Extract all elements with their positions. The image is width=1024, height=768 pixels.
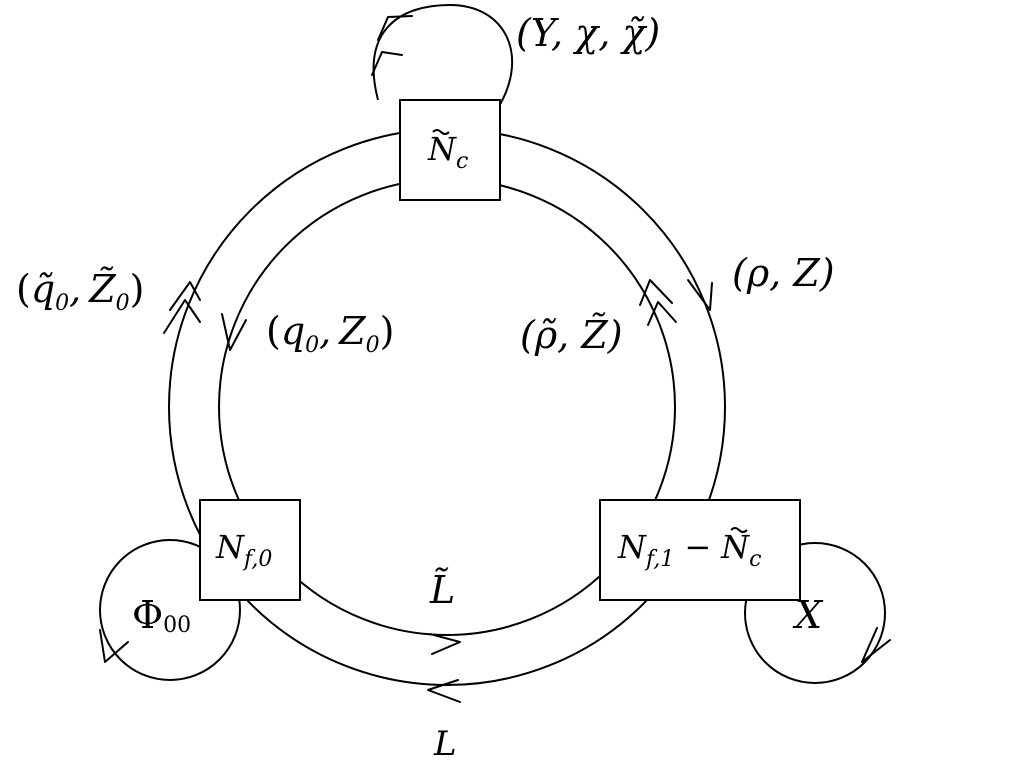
arrow-top-loop bbox=[371, 15, 413, 76]
arrow-left-loop bbox=[99, 629, 129, 663]
arrow-inner-left bbox=[221, 313, 247, 351]
node-top-tilde bbox=[432, 129, 450, 135]
node-left-label: Nf,0 bbox=[215, 528, 272, 572]
label-outer-left: (q̃0,Z̃0) bbox=[16, 267, 144, 316]
left-loop bbox=[99, 539, 241, 681]
label-inner-left: (q0,Z0) bbox=[266, 309, 394, 358]
label-inner-right: (ρ̃, Z̃) bbox=[520, 313, 623, 357]
right-loop bbox=[744, 542, 886, 684]
arrow-right-loop bbox=[861, 627, 891, 663]
top-loop bbox=[372, 3, 514, 109]
node-right-tilde bbox=[730, 527, 748, 533]
label-left-loop: Φ00 bbox=[132, 593, 191, 638]
label-right-loop: X bbox=[792, 593, 824, 637]
node-right-label: Nf,1−Nc bbox=[617, 528, 762, 572]
arrow-inner-bottom bbox=[429, 633, 461, 655]
arrow-inner-right bbox=[639, 279, 677, 326]
label-inner-bottom: L̃ bbox=[429, 568, 455, 612]
arrow-outer-bottom bbox=[427, 679, 461, 703]
label-top-loop: (Y, χ, χ̃) bbox=[516, 11, 660, 55]
label-outer-right: (ρ, Z) bbox=[732, 251, 835, 295]
node-left-box bbox=[199, 499, 301, 601]
arrow-outer-right bbox=[687, 279, 713, 311]
node-top-box bbox=[399, 99, 501, 201]
node-top-label: Nc bbox=[427, 130, 468, 174]
arrow-outer-left bbox=[163, 281, 201, 334]
label-outer-bottom: L bbox=[433, 724, 457, 764]
node-right-box bbox=[599, 499, 801, 601]
